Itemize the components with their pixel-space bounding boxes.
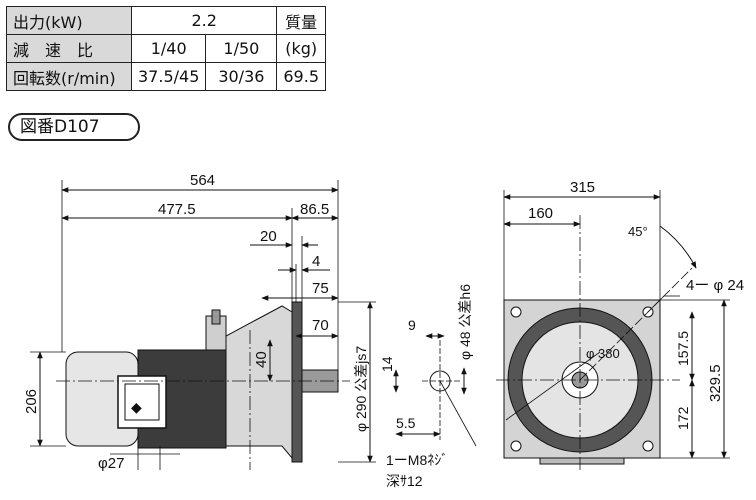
spec-cell-mass-unit: (kg) (276, 34, 326, 63)
dim-phi27: φ27 (98, 455, 124, 472)
spec-cell-speed-2: 30/36 (205, 62, 278, 91)
brand-logo-icon: ◆ (131, 399, 142, 415)
spec-cell-ratio-label: 減 速 比 (6, 34, 132, 63)
dim-phi290: φ 290 公差js7 (353, 346, 369, 432)
spec-cell-mass-label: 質量 (276, 6, 326, 35)
side-view: ◆ (30, 180, 376, 470)
dim-564: 564 (190, 172, 215, 189)
shaft-detail (393, 333, 477, 447)
dim-70: 70 (312, 317, 329, 334)
thread-note: 1ーM8ﾈｼﾞ (386, 452, 448, 468)
spec-cell-speed-label: 回転数(r/min) (6, 62, 132, 91)
spec-cell-output-label: 出力(kW) (6, 6, 132, 35)
dim-14: 14 (379, 356, 395, 372)
dim-4: 4 (312, 253, 320, 270)
shaft-detail-labels: 9 14 5.5 φ 48 公差h6 1ーM8ﾈｼﾞ 深ｻ12 (379, 284, 473, 489)
spec-cell-mass-value: 69.5 (276, 62, 326, 91)
mount-hole-br (642, 440, 654, 452)
dim-329-5: 329.5 (707, 364, 724, 402)
flange (291, 301, 303, 463)
spec-cell-ratio-1: 1/40 (130, 34, 207, 63)
dim-315: 315 (570, 179, 595, 196)
dim-20: 20 (260, 228, 277, 245)
dim-9: 9 (408, 317, 416, 333)
spec-table: 出力(kW) 2.2 質量 減 速 比 1/40 1/50 (kg) 回転数(r… (6, 6, 326, 91)
dim-phi380: φ 380 (586, 346, 620, 361)
front-view-labels: 315 160 45° 4ー φ 24 157.5 172 329.5 φ 38… (528, 179, 744, 430)
thread-depth-note: 深ｻ12 (386, 473, 423, 489)
dim-holes: 4ー φ 24 (686, 277, 744, 294)
spec-cell-ratio-2: 1/50 (205, 34, 278, 63)
dim-40: 40 (253, 351, 270, 368)
spec-row-ratio: 減 速 比 1/40 1/50 (kg) (6, 34, 326, 63)
dim-86-5: 86.5 (300, 201, 329, 218)
dim-5-5: 5.5 (396, 415, 416, 431)
dim-477-5: 477.5 (158, 201, 196, 218)
mount-hole-tl (510, 306, 522, 318)
mount-hole-bl (510, 440, 522, 452)
spec-row-speed: 回転数(r/min) 37.5/45 30/36 69.5 (6, 62, 326, 91)
spec-row-output: 出力(kW) 2.2 質量 (6, 6, 326, 35)
side-view-labels: 564 477.5 86.5 20 4 75 70 40 206 φ27 φ 2… (23, 172, 369, 472)
dim-75: 75 (312, 280, 329, 297)
front-view (496, 190, 730, 470)
dim-172: 172 (675, 406, 691, 430)
spec-cell-speed-1: 37.5/45 (130, 62, 207, 91)
dim-phi48: φ 48 公差h6 (457, 284, 473, 360)
dim-angle-45: 45° (628, 224, 648, 239)
gear-housing (225, 305, 293, 460)
dim-160: 160 (528, 205, 553, 222)
dim-157-5: 157.5 (675, 331, 691, 366)
drawing-number-badge: 図番D107 (8, 113, 140, 141)
dim-206: 206 (23, 389, 40, 414)
